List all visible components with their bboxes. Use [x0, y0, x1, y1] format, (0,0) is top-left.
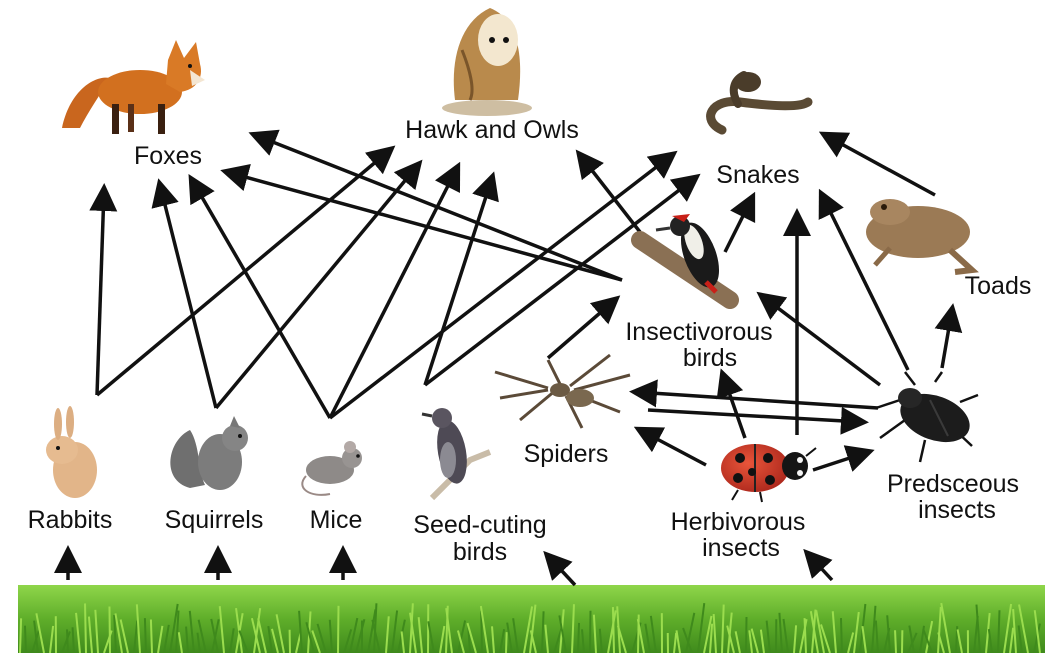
spider-image [495, 355, 630, 428]
label-predaceous-insects-1: Predsceous [887, 470, 1019, 498]
label-rabbits: Rabbits [28, 506, 113, 534]
label-foxes: Foxes [134, 142, 202, 170]
arrow-spiders-insbirds [548, 300, 615, 358]
beetle-image [876, 372, 978, 462]
arrow-seedbirds-snakes [425, 178, 695, 385]
ladybird-image [721, 444, 816, 502]
grass-image [18, 585, 1045, 653]
toad-image [866, 199, 972, 272]
label-insectivorous-birds-1: Insectivorous [625, 318, 772, 346]
arrow-predinsects-spiders [636, 392, 878, 408]
organism-labels: Foxes Hawk and Owls Snakes Toads Insecti… [28, 116, 1032, 566]
label-herbivorous-insects-2: insects [702, 534, 780, 562]
label-seed-cutting-birds-2: birds [453, 538, 507, 566]
arrow-grass-herbinsects [808, 554, 832, 580]
arrow-herbinsects-spiders [640, 430, 706, 465]
label-insectivorous-birds-2: birds [683, 344, 737, 372]
arrow-insbirds-foxes2 [255, 135, 622, 280]
arrow-herbinsects-predinsects [813, 452, 868, 470]
squirrel-image [170, 416, 248, 490]
label-hawk-owls: Hawk and Owls [405, 116, 579, 144]
woodpecker-image [640, 214, 730, 300]
arrow-insbirds-snakes [725, 198, 752, 252]
arrow-rabbits-hawk [97, 150, 390, 395]
label-snakes: Snakes [716, 161, 799, 189]
label-seed-cutting-birds-1: Seed-cuting [413, 511, 546, 539]
label-toads: Toads [965, 272, 1032, 300]
arrow-predinsects-insbirds [762, 296, 880, 385]
label-predaceous-insects-2: insects [918, 496, 996, 524]
label-spiders: Spiders [524, 440, 609, 468]
label-mice: Mice [310, 506, 363, 534]
snake-image [711, 72, 808, 130]
mouse-image [302, 441, 362, 495]
seed-bird-image [422, 408, 490, 498]
arrow-predinsects-toads [942, 310, 952, 368]
arrow-toads-snakes [825, 135, 935, 195]
arrow-rabbits-foxes [97, 190, 104, 395]
label-squirrels: Squirrels [165, 506, 264, 534]
arrow-grass-seedbirds [548, 556, 575, 585]
fox-image [62, 40, 205, 134]
arrow-herbinsects-insbirds [723, 375, 745, 438]
owl-image [442, 8, 532, 116]
arrow-squirrels-foxes [160, 185, 216, 408]
label-herbivorous-insects-1: Herbivorous [671, 508, 806, 536]
arrow-spiders-predinsects [648, 410, 862, 422]
rabbit-image [46, 406, 97, 498]
arrow-insbirds-foxes [227, 172, 622, 280]
